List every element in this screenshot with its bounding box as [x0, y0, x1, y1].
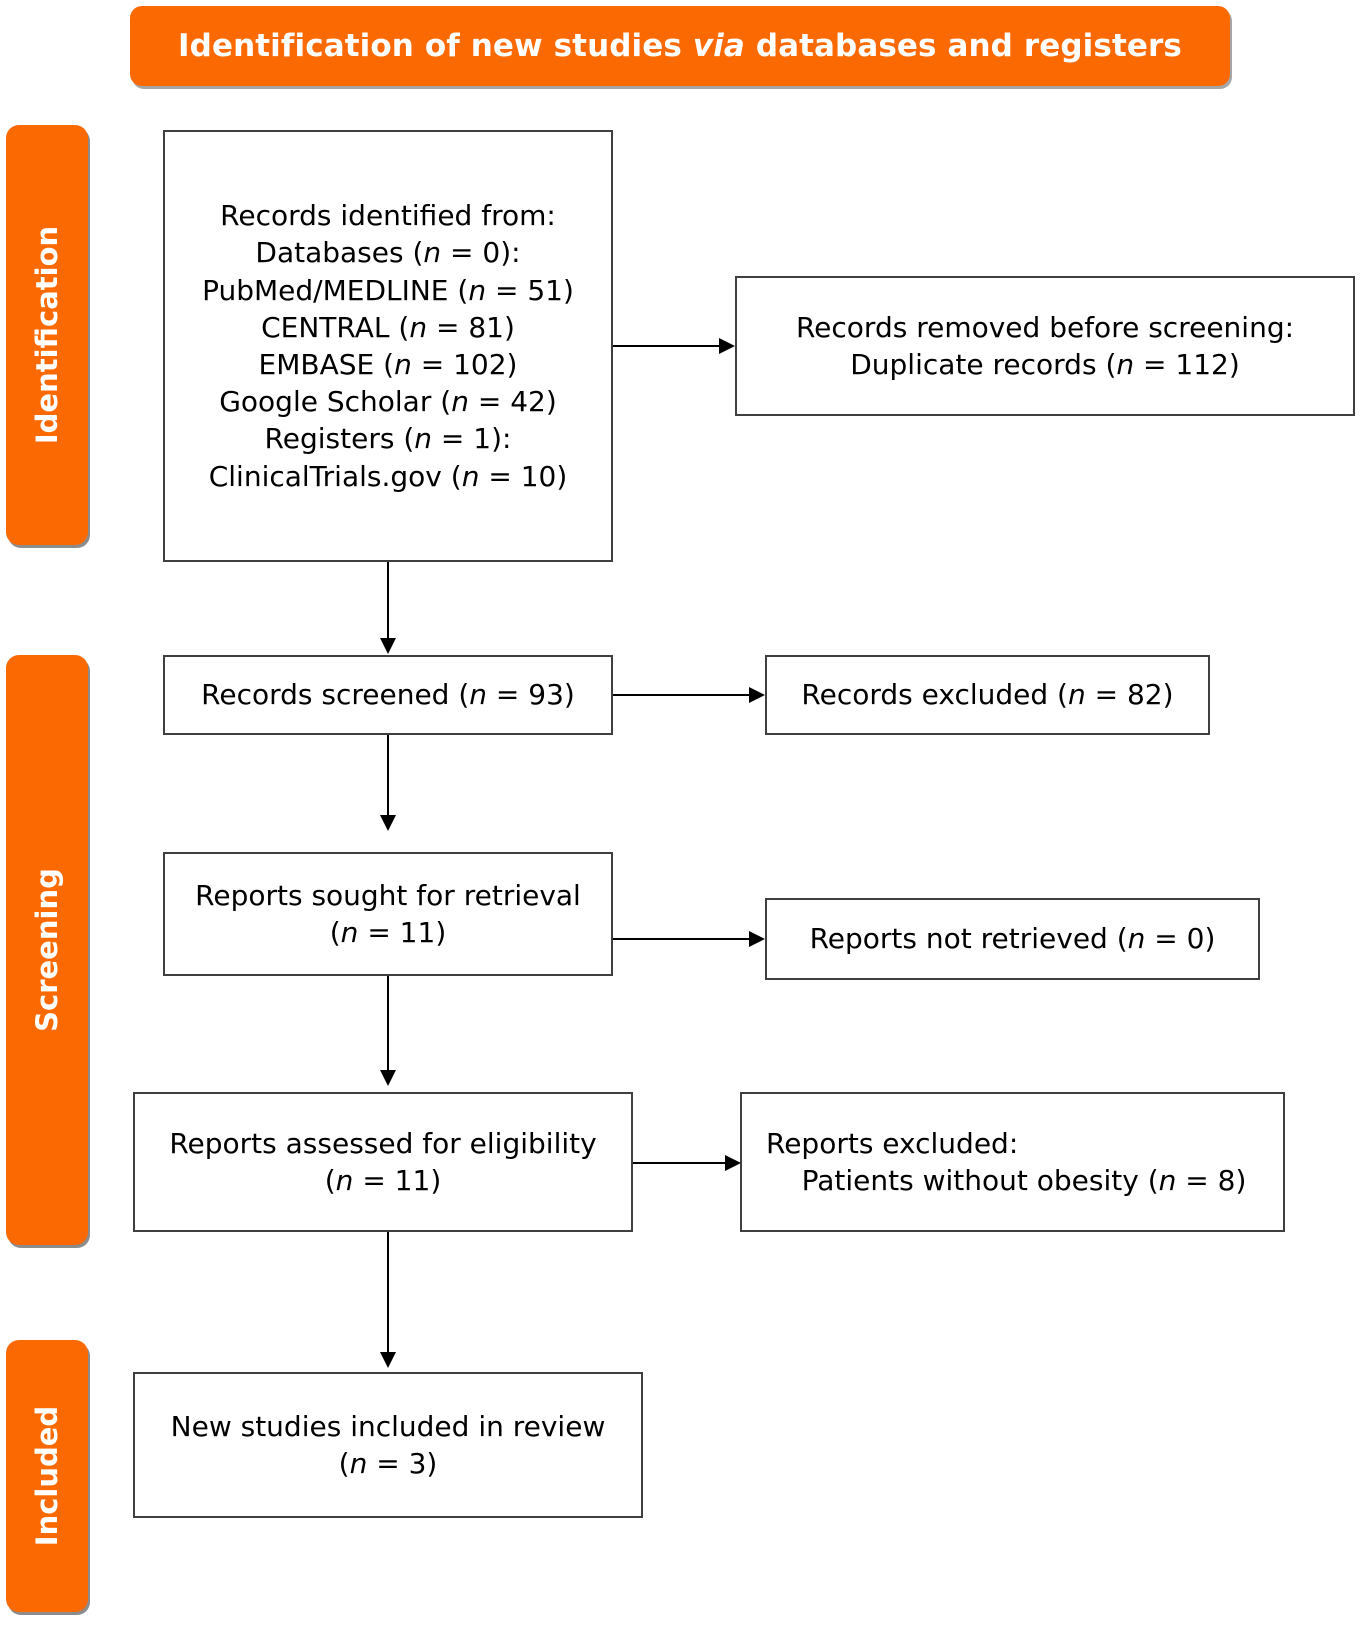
arrowhead-identified-to-removed — [719, 338, 735, 354]
box-records-excluded-text: Records excluded (n = 82) — [801, 678, 1174, 712]
connector-screened-to-excluded — [613, 694, 749, 696]
diagram-title-suffix: databases and registers — [744, 28, 1182, 64]
connector-identified-to-removed — [613, 345, 719, 347]
connector-sought-to-assessed — [387, 976, 389, 1072]
box-reports-not-retrieved: Reports not retrieved (n = 0) — [765, 898, 1260, 980]
arrowhead-screened-to-sought — [380, 815, 396, 831]
stage-label-screening: Screening — [6, 655, 88, 1245]
box-reports-assessed-text: Reports assessed for eligibility(n = 11) — [169, 1126, 597, 1197]
box-reports-assessed: Reports assessed for eligibility(n = 11) — [133, 1092, 633, 1232]
connector-sought-to-notretrieved — [613, 938, 749, 940]
connector-assessed-to-included — [387, 1232, 389, 1354]
stage-label-screening-text: Screening — [30, 868, 64, 1032]
box-records-screened: Records screened (n = 93) — [163, 655, 613, 735]
box-records-identified: Records identified from:Databases (n = 0… — [163, 130, 613, 562]
box-new-studies-included: New studies included in review(n = 3) — [133, 1372, 643, 1518]
box-records-identified-text: Records identified from:Databases (n = 0… — [202, 199, 574, 493]
box-records-removed: Records removed before screening:Duplica… — [735, 276, 1355, 416]
connector-assessed-to-reportsexcluded — [633, 1162, 725, 1164]
arrowhead-assessed-to-included — [380, 1352, 396, 1368]
diagram-title-prefix: Identification of new studies — [178, 28, 693, 64]
box-reports-excluded: Reports excluded: Patients without obesi… — [740, 1092, 1285, 1232]
diagram-header-banner: Identification of new studies via databa… — [130, 6, 1230, 86]
box-reports-sought-text: Reports sought for retrieval(n = 11) — [195, 878, 581, 949]
box-reports-sought: Reports sought for retrieval(n = 11) — [163, 852, 613, 976]
connector-identified-to-screened — [387, 562, 389, 640]
arrowhead-sought-to-notretrieved — [749, 931, 765, 947]
stage-label-identification: Identification — [6, 125, 88, 545]
arrowhead-screened-to-excluded — [749, 687, 765, 703]
connector-screened-to-sought — [387, 735, 389, 817]
box-new-studies-included-text: New studies included in review(n = 3) — [170, 1409, 606, 1480]
stage-label-included: Included — [6, 1340, 88, 1612]
box-records-excluded: Records excluded (n = 82) — [765, 655, 1210, 735]
stage-label-identification-text: Identification — [30, 225, 65, 445]
diagram-title: Identification of new studies via databa… — [178, 28, 1182, 64]
arrowhead-assessed-to-reportsexcluded — [725, 1155, 741, 1171]
diagram-title-emphasis: via — [692, 28, 745, 64]
arrowhead-sought-to-assessed — [380, 1070, 396, 1086]
arrowhead-identified-to-screened — [380, 638, 396, 654]
box-reports-not-retrieved-text: Reports not retrieved (n = 0) — [809, 922, 1216, 956]
box-reports-excluded-text: Reports excluded: Patients without obesi… — [766, 1126, 1247, 1197]
stage-label-included-text: Included — [30, 1405, 64, 1547]
box-records-removed-text: Records removed before screening:Duplica… — [795, 310, 1295, 381]
box-records-screened-text: Records screened (n = 93) — [201, 678, 575, 712]
